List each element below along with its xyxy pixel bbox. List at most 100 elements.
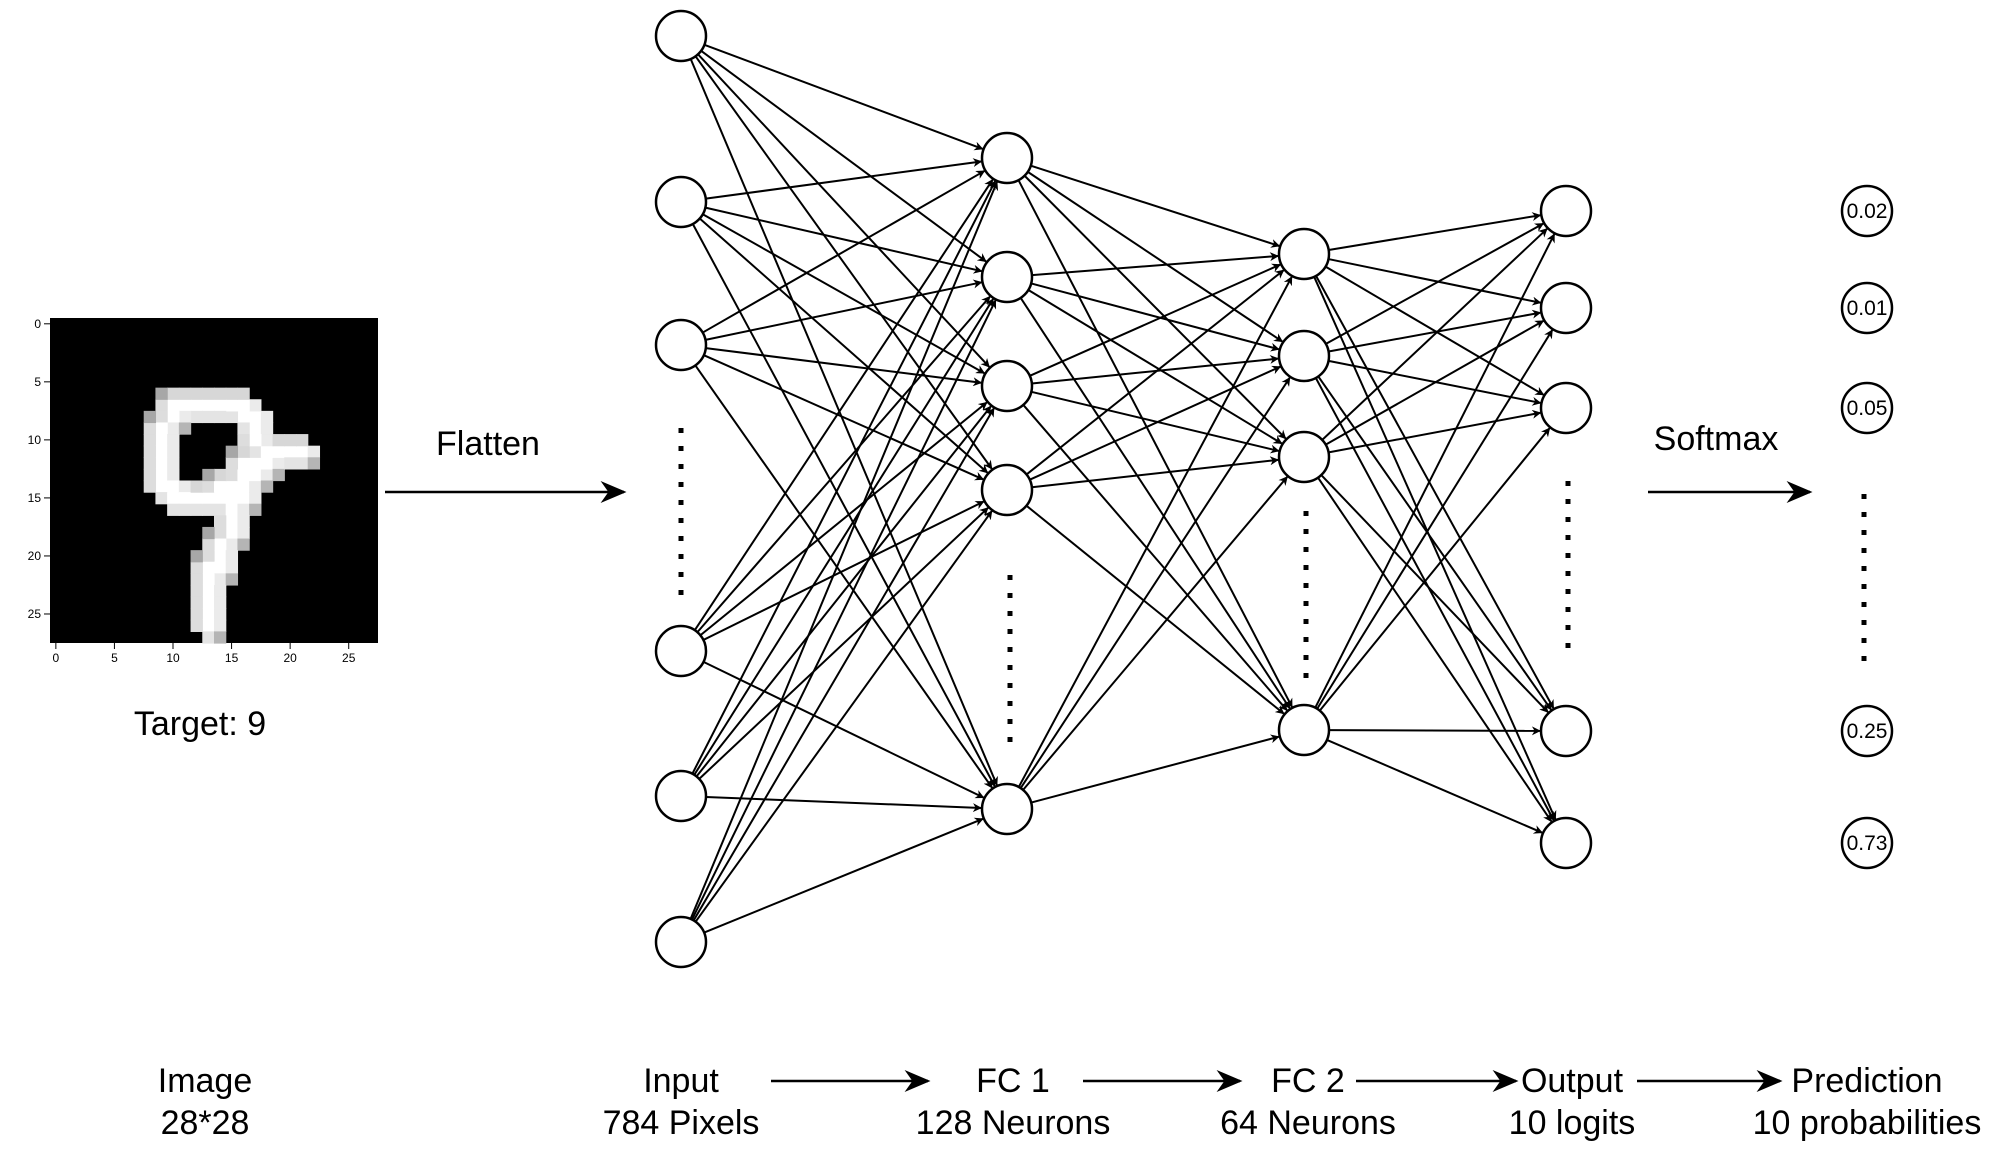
connection-edge — [1314, 377, 1555, 821]
input-neuron — [654, 624, 708, 678]
fc2-neuron — [1277, 227, 1331, 281]
connection-edge — [1022, 404, 1288, 712]
digit-pixel — [202, 561, 215, 574]
connection-edge — [702, 213, 986, 375]
connection-edge — [691, 299, 997, 920]
digit-pixel — [167, 468, 180, 482]
connection-edge — [1031, 354, 1280, 385]
connection-edge — [697, 53, 991, 368]
connection-edge — [703, 661, 985, 799]
digit-pixel — [237, 492, 250, 505]
digit-pixel — [143, 422, 157, 435]
digit-pixel — [143, 445, 157, 458]
digit-pixel — [167, 480, 180, 493]
x-tick-label: 5 — [111, 651, 118, 665]
connection-edge — [1325, 222, 1545, 345]
connection-edge — [1017, 179, 1293, 708]
image-caption-size: 28*28 — [161, 1104, 250, 1142]
digit-pixel — [225, 503, 239, 516]
digit-pixel — [214, 410, 227, 424]
digit-pixel — [237, 526, 250, 540]
connection-edge — [1019, 297, 1291, 710]
softmax-label: Softmax — [1654, 420, 1779, 458]
network-connections — [689, 43, 1557, 934]
x-tick-label: 20 — [283, 651, 297, 665]
connection-edge — [702, 170, 986, 334]
digit-pixel — [190, 573, 203, 586]
digit-pixel — [202, 573, 215, 586]
digit-nine-pixels — [143, 387, 321, 644]
digit-pixel — [225, 492, 239, 505]
x-tick-label: 25 — [342, 651, 356, 665]
digit-pixel — [202, 410, 215, 424]
digit-pixel — [155, 399, 168, 412]
input-neuron — [654, 9, 708, 63]
connection-edge — [1320, 474, 1549, 713]
flatten-label: Flatten — [436, 425, 540, 463]
digit-pixel — [167, 445, 180, 458]
digit-pixel — [143, 480, 157, 493]
connection-edge — [705, 158, 983, 200]
y-tick-label: 5 — [34, 375, 41, 389]
connection-edge — [1025, 269, 1285, 476]
input-neuron — [654, 175, 708, 229]
digit-pixel — [143, 468, 157, 482]
connection-edge — [1031, 390, 1280, 454]
network-neurons — [654, 9, 1593, 969]
output-neuron — [1539, 816, 1593, 870]
connection-edge — [696, 295, 991, 633]
digit-pixel — [237, 434, 250, 447]
output-neuron — [1539, 184, 1593, 238]
digit-pixel — [237, 410, 250, 424]
digit-pixel — [260, 410, 274, 424]
connection-edge — [699, 401, 988, 637]
input-neuron — [654, 915, 708, 969]
digit-pixel — [202, 631, 215, 644]
digit-pixel — [143, 457, 157, 470]
probability-node — [1840, 184, 1894, 238]
digit-pixel — [190, 584, 203, 598]
image-caption-title: Image — [158, 1062, 253, 1100]
digit-pixel — [249, 503, 262, 516]
connection-edge — [1027, 171, 1284, 343]
digit-pixel — [214, 480, 227, 493]
digit-pixel — [260, 468, 274, 482]
connection-edge — [1029, 263, 1282, 377]
digit-pixel — [225, 468, 239, 482]
digit-pixel — [155, 434, 168, 447]
digit-pixel — [202, 480, 215, 493]
digit-pixel — [237, 457, 250, 470]
connection-edge — [1313, 276, 1557, 821]
connection-edge — [693, 298, 995, 776]
input-neuron — [654, 318, 708, 372]
connection-edge — [705, 206, 983, 274]
probability-value: 0.02 — [1847, 200, 1888, 223]
connection-edge — [1030, 734, 1280, 804]
output-neuron — [1539, 704, 1593, 758]
digit-pixel — [155, 410, 168, 424]
output-neuron — [1539, 281, 1593, 335]
connection-edge — [1030, 282, 1280, 352]
connection-edge — [1031, 252, 1279, 277]
prediction-probabilities: 0.02 0.01 0.05 0.25 0.73 — [1840, 184, 1894, 870]
layer-desc-fc1: 128 Neurons — [916, 1104, 1111, 1142]
x-tick-label: 10 — [166, 651, 180, 665]
connection-edge — [1022, 476, 1288, 791]
digit-pixel — [214, 573, 227, 586]
digit-pixel — [284, 457, 297, 470]
digit-pixel — [143, 434, 157, 447]
connection-edge — [1316, 329, 1554, 710]
digit-pixel — [214, 619, 227, 632]
connection-edge — [1030, 164, 1281, 248]
digit-pixel — [272, 457, 285, 470]
connection-edge — [1321, 228, 1548, 441]
digit-pixel — [225, 387, 239, 400]
probability-value: 0.05 — [1847, 397, 1888, 420]
digit-pixel — [202, 584, 215, 598]
probability-node — [1840, 381, 1894, 435]
digit-pixel — [237, 399, 250, 412]
digit-pixel — [249, 492, 262, 505]
y-tick-label: 0 — [34, 317, 41, 331]
probability-node — [1840, 704, 1894, 758]
